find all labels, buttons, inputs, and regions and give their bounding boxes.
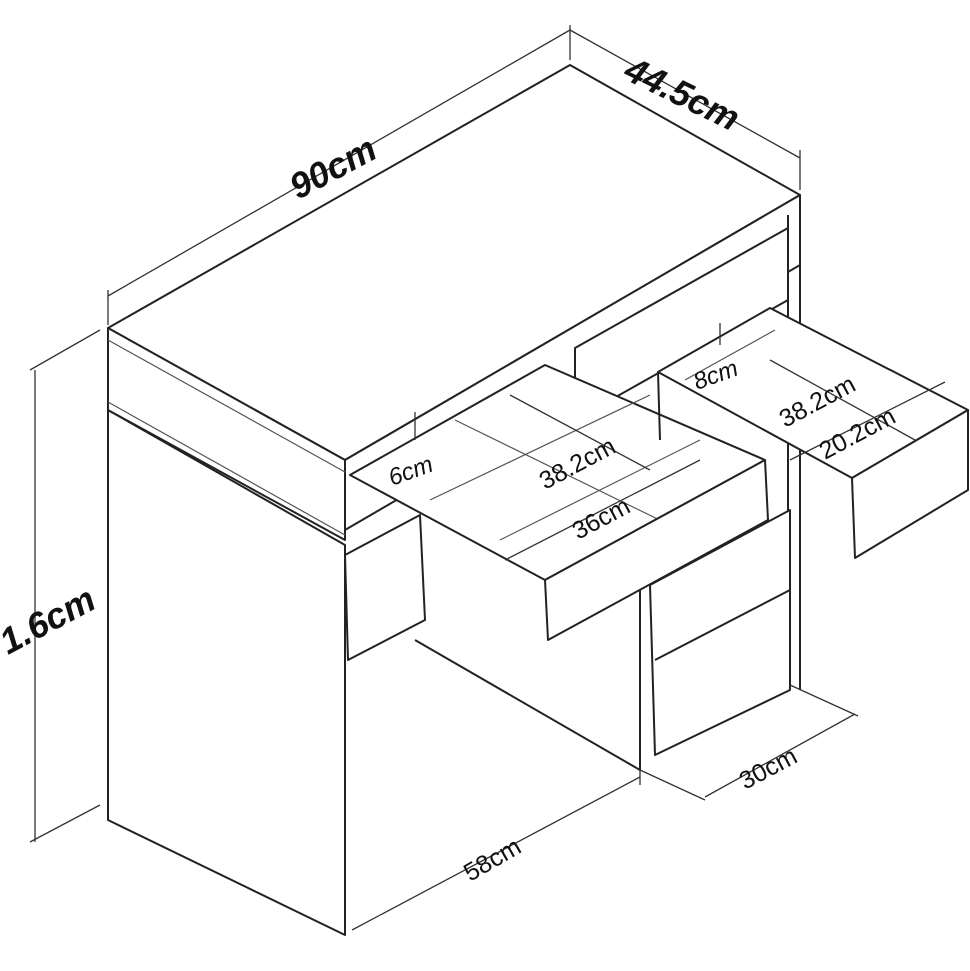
right-drawer-front [851, 409, 969, 559]
dim-cabinet-depth [639, 684, 859, 801]
cabinet-divider [654, 589, 791, 661]
drawer-divider [454, 419, 681, 531]
label-height: 1.6cm [0, 578, 102, 662]
dim-depth [569, 29, 801, 190]
floor-line [414, 639, 641, 771]
label-leg-width: 58cm [459, 832, 526, 887]
left-drawer-front [544, 459, 769, 641]
tabletop-front-edge [107, 327, 346, 541]
dim-left-drawer-length [509, 394, 651, 471]
drawer-inner-edge [684, 329, 776, 381]
drawer-divider [429, 394, 651, 501]
drawer-side [657, 371, 661, 441]
left-small-drawer [344, 514, 426, 661]
edge-line [107, 401, 346, 536]
dim-leg-width [351, 770, 641, 931]
drawer-divider [499, 439, 701, 541]
left-side-panel [107, 409, 346, 936]
cabinet-front [649, 509, 791, 756]
label-cabinet-depth: 30cm [735, 742, 802, 795]
dim-right-drawer-width [789, 381, 946, 461]
dim-width [107, 25, 571, 325]
dim-height [29, 329, 101, 843]
dim-left-drawer-width [504, 459, 701, 561]
dim-right-drawer-length [769, 359, 916, 441]
edge-line [107, 339, 346, 473]
